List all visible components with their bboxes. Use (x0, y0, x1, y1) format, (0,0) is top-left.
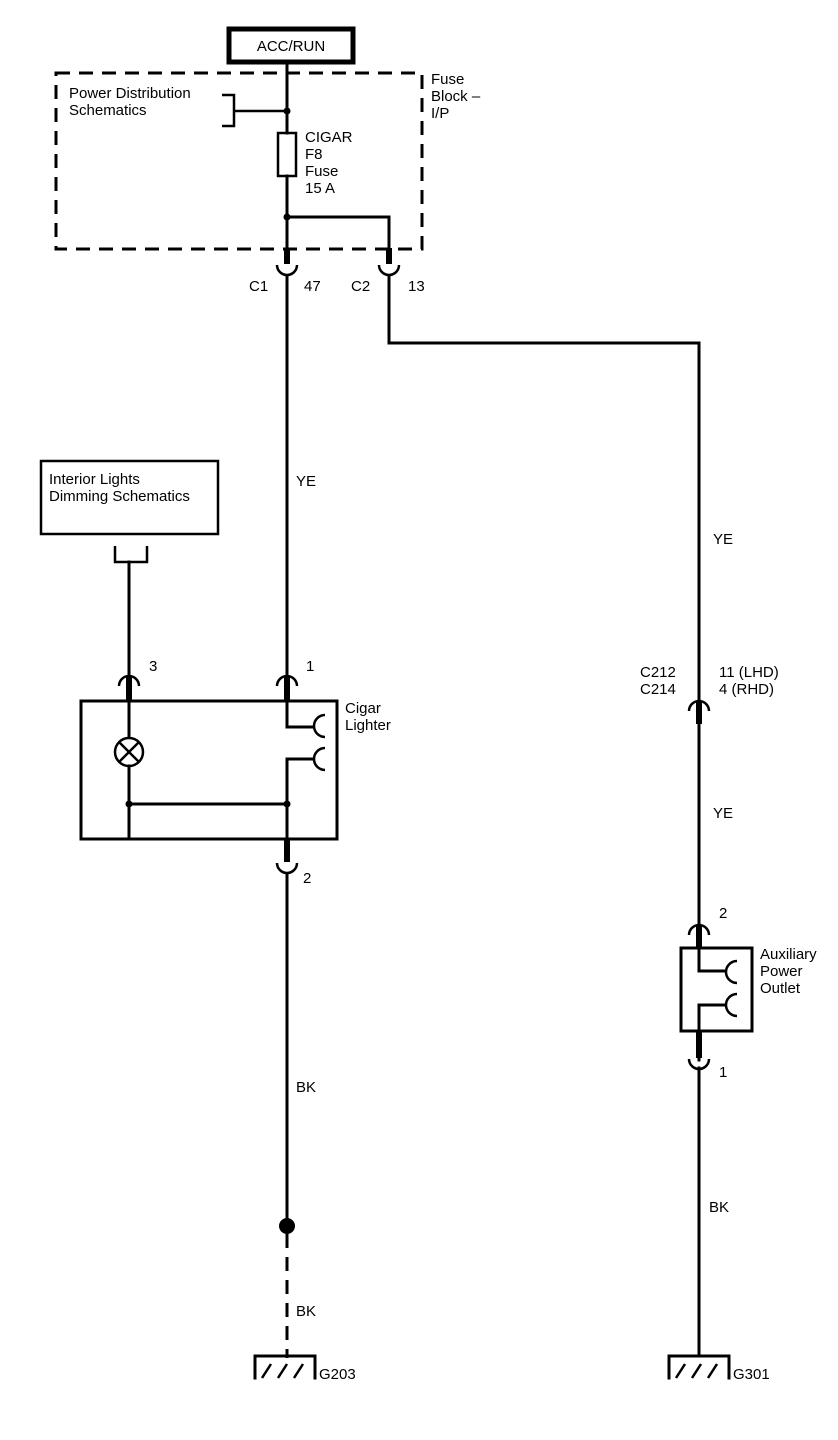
ground-splice-dot (279, 1218, 295, 1234)
power-distribution-ref-1: Power Distribution (69, 85, 191, 102)
wire-ye-right-mid-label: YE (713, 805, 733, 822)
fuse-block-label-3: I/P (431, 105, 449, 122)
connector-c1-pin: 47 (304, 278, 321, 295)
cigar-lighter-body (79, 699, 339, 841)
cigar-lighter-label-1: Cigar (345, 700, 381, 717)
power-source-box: ACC/RUN (226, 26, 356, 65)
fuse-f8 (276, 131, 298, 178)
power-distribution-ref-2: Schematics (69, 102, 147, 119)
fuse-label-4: 15 A (305, 180, 335, 197)
lamp-icon (113, 736, 145, 768)
connector-c2: C2 13 (351, 248, 425, 295)
aux-outlet-label-2: Power (760, 963, 803, 980)
ground-g203-label: G203 (319, 1366, 356, 1383)
connector-c214-label: C214 (640, 681, 676, 698)
connector-c2-pin: 13 (408, 278, 425, 295)
wire-bk-right-label: BK (709, 1199, 729, 1216)
aux-contact-upper (724, 959, 738, 985)
wire-ye-right-top-label: YE (713, 531, 733, 548)
cigar-pin-3: 3 (149, 658, 157, 675)
connector-c1-label: C1 (249, 278, 268, 295)
wire-ye-left-label: YE (296, 473, 316, 490)
ground-icon (667, 1354, 731, 1380)
wire-bk-left-lower-label: BK (296, 1303, 316, 1320)
lighter-contact-upper (312, 713, 326, 739)
dimming-ref-line-1: Interior Lights (49, 471, 140, 488)
aux-power-outlet: 2 Auxiliary Power Outlet 1 (679, 905, 817, 1081)
ground-g301-label: G301 (733, 1366, 770, 1383)
dimming-ref-bracket (113, 546, 149, 564)
cigar-pin-2: 2 (303, 870, 311, 887)
connector-c212-label: C212 (640, 664, 676, 681)
aux-pin-2: 2 (719, 905, 727, 922)
connector-c212-c214: C212 C214 11 (LHD) 4 (RHD) (640, 664, 779, 724)
power-source-label: ACC/RUN (257, 38, 325, 55)
fuse-label-1: CIGAR (305, 129, 353, 146)
wire-ye-right (387, 274, 701, 702)
aux-outlet-label-3: Outlet (760, 980, 801, 997)
wire-bk-left-upper-label: BK (296, 1079, 316, 1096)
ref-bracket (222, 93, 236, 128)
cigar-lighter-label-2: Lighter (345, 717, 391, 734)
lighter-contact-lower (312, 746, 326, 772)
connector-c212-pin: 11 (LHD) (719, 664, 779, 681)
fuse-block: Fuse Block – I/P Power Distribution Sche… (54, 71, 481, 251)
connector-c1: C1 47 (249, 248, 321, 295)
splice-dot (283, 107, 291, 115)
aux-contact-lower (724, 992, 738, 1018)
aux-outlet-body (679, 946, 754, 1033)
cigar-pin-1: 1 (306, 658, 314, 675)
connector-pin-2 (275, 862, 299, 875)
dimming-ref-line-2: Dimming Schematics (49, 488, 190, 505)
cigar-lighter: 3 1 Cigar Lighter 2 (79, 658, 391, 887)
aux-outlet-label-1: Auxiliary (760, 946, 817, 963)
dimming-ref-box: Interior Lights Dimming Schematics (39, 459, 220, 678)
ground-icon (253, 1354, 317, 1380)
fuse-label-2: F8 (305, 146, 323, 163)
fuse-label-3: Fuse (305, 163, 338, 180)
fuse-block-label-1: Fuse (431, 71, 464, 88)
aux-pin-1: 1 (719, 1064, 727, 1081)
connector-c214-pin: 4 (RHD) (719, 681, 774, 698)
connector-c2-label: C2 (351, 278, 370, 295)
fuse-block-label-2: Block – (431, 88, 481, 105)
c2-branch-wire (285, 215, 391, 254)
